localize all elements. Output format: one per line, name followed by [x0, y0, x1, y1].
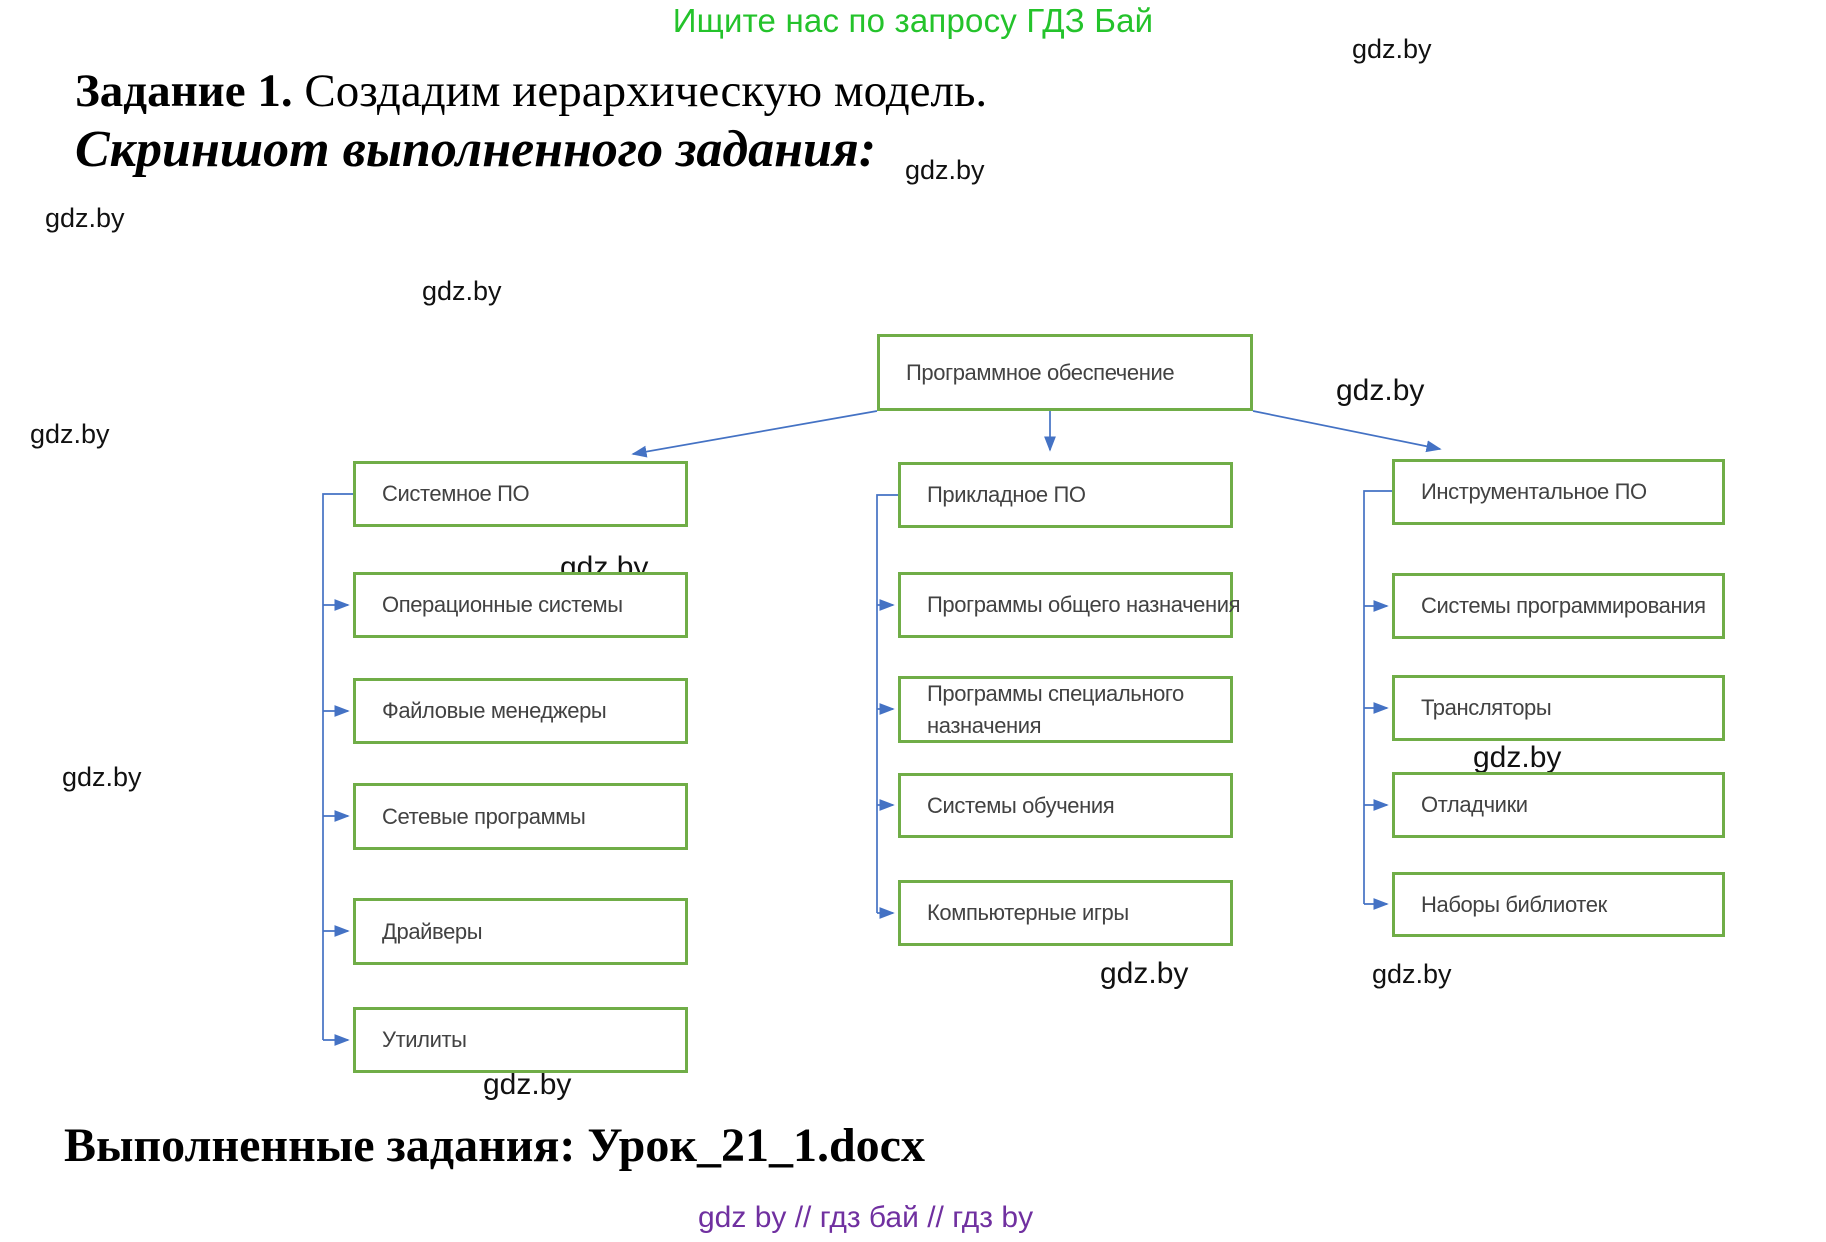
tree-node: Сетевые программы [353, 783, 688, 850]
watermark-gdz: gdz.by [1352, 34, 1432, 64]
completed-tasks-title: Выполненные задания: Урок_21_1.docx [64, 1119, 925, 1172]
watermark-gdz: gdz.by [45, 203, 125, 233]
watermark-gdz: gdz.by [1100, 957, 1189, 990]
tree-node: Программы общего назначения [898, 572, 1241, 638]
tree-node: Инструментальное ПО [1392, 459, 1725, 525]
tree-node: Наборы библиотек [1392, 872, 1725, 937]
watermark-gdz: gdz.by [30, 419, 110, 449]
tree-node: Драйверы [353, 898, 688, 965]
watermark-gdz: gdz.by [1336, 374, 1425, 407]
tree-node: Утилиты [353, 1007, 688, 1073]
tree-node: Файловые менеджеры [353, 678, 688, 744]
watermark-gdz: gdz.by [1372, 959, 1452, 989]
tree-node: Программы специального назначения [898, 676, 1233, 743]
promo-banner: Ищите нас по запросу ГДЗ Бай [672, 2, 1154, 39]
watermark-gdz: gdz.by [1473, 741, 1562, 774]
tree-node: Отладчики [1392, 772, 1725, 838]
tree-node: Системы обучения [898, 773, 1233, 838]
watermark-gdz: gdz.by [905, 155, 985, 185]
tree-node: Системное ПО [353, 461, 688, 527]
watermark-gdz: gdz.by [422, 276, 502, 306]
tree-node: Системы программирования [1392, 573, 1725, 639]
task-text: Создадим иерархическую модель. [292, 65, 988, 117]
tree-node-root: Программное обеспечение [877, 334, 1253, 411]
tree-node: Компьютерные игры [898, 880, 1233, 946]
tree-node: Операционные системы [353, 572, 688, 638]
watermark-gdz: gdz.by [62, 762, 142, 792]
screenshot-subtitle: Скриншот выполненного задания: [75, 121, 877, 178]
task-number: Задание 1. [75, 65, 293, 117]
footer-site-links: gdz by // гдз бай // гдз by [698, 1201, 1034, 1234]
tree-node: Прикладное ПО [898, 462, 1233, 528]
tree-node: Трансляторы [1392, 675, 1725, 741]
task-heading: Задание 1. Создадим иерархическую модель… [75, 64, 987, 118]
watermark-gdz: gdz.by [483, 1068, 572, 1101]
